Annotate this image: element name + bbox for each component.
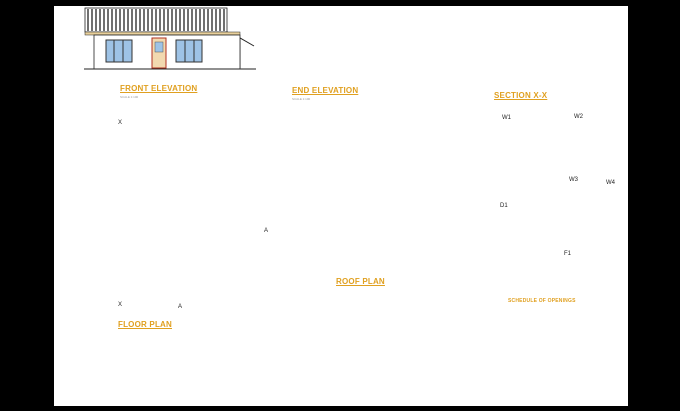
- window-tag-w1: W1: [502, 115, 511, 121]
- front-elevation: [84, 7, 256, 70]
- section-marker-top: X: [118, 120, 123, 126]
- schedule-title: SCHEDULE OF OPENINGS: [508, 298, 576, 304]
- window-tag-w4: W4: [606, 180, 615, 186]
- end-elevation-scale: SCALE 1:100: [292, 97, 311, 101]
- section-marker-a-bottom: A: [178, 304, 183, 310]
- door-tag-d1: D1: [500, 203, 508, 209]
- section-title: SECTION X-X: [494, 91, 548, 100]
- front-elevation-title: FRONT ELEVATION: [120, 84, 198, 93]
- drawing-canvas: [84, 7, 256, 70]
- floor-plan-title: FLOOR PLAN: [118, 320, 172, 329]
- section-marker-a-side: A: [264, 228, 269, 234]
- roof-plan-title: ROOF PLAN: [336, 277, 385, 286]
- front-elevation-scale: SCALE 1:100: [120, 95, 139, 99]
- drawing-sheet: FRONT ELEVATION SCALE 1:100 END ELEVATIO…: [54, 6, 628, 406]
- fixed-tag-f1: F1: [564, 251, 572, 257]
- end-elevation-title: END ELEVATION: [292, 86, 359, 95]
- section-marker-bottom: X: [118, 302, 123, 308]
- window-tag-w2: W2: [574, 114, 583, 120]
- window-tag-w3: W3: [569, 177, 578, 183]
